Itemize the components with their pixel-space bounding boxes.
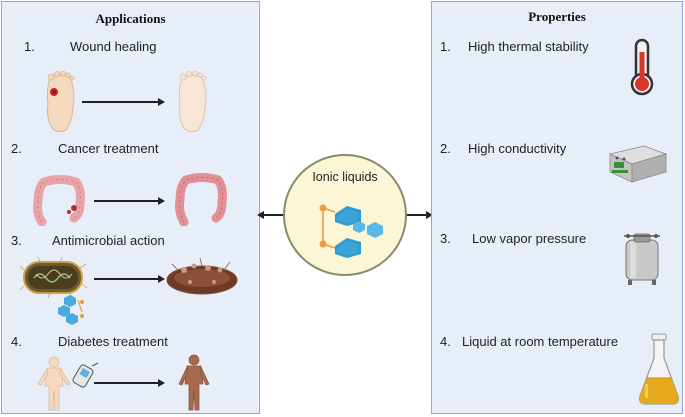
application-label-antimicrobial-action: Antimicrobial action	[52, 233, 165, 248]
property-label-vapor-pressure: Low vapor pressure	[472, 231, 587, 246]
conductivity-meter-icon	[608, 145, 668, 183]
application-number-3: 3.	[11, 233, 22, 248]
application-label-wound-healing: Wound healing	[70, 39, 157, 54]
application-label-cancer-treatment: Cancer treatment	[58, 141, 159, 156]
application-label-diabetes-treatment: Diabetes treatment	[58, 334, 168, 349]
pressure-vessel-icon	[624, 233, 660, 285]
healed-foot-icon	[178, 70, 207, 133]
applications-panel: Applications 1. Wound healing 2. Cancer …	[1, 1, 260, 414]
arrow-wound	[82, 101, 160, 103]
ionic-liquid-molecule-icon	[319, 204, 383, 258]
arrow-head-diabetes	[158, 378, 165, 387]
destroyed-bacteria-icon	[166, 257, 238, 295]
ionic-liquids-label: Ionic liquids	[312, 170, 378, 184]
wounded-foot-icon	[46, 70, 75, 133]
arrow-head-to-properties	[426, 210, 433, 219]
arrow-head-wound	[158, 97, 165, 106]
property-number-1: 1.	[440, 39, 451, 54]
application-number-2: 2.	[11, 141, 22, 156]
arrow-to-properties	[407, 214, 428, 216]
property-number-2: 2.	[440, 141, 451, 156]
property-label-conductivity: High conductivity	[468, 141, 567, 156]
thermometer-icon	[630, 38, 654, 96]
arrow-head-to-applications	[257, 210, 264, 219]
bacteria-with-ionic-liquid-icon	[20, 256, 88, 325]
colon-with-tumor-icon	[33, 175, 85, 226]
arrow-head-cancer	[158, 196, 165, 205]
healthy-colon-icon	[175, 173, 227, 226]
property-number-3: 3.	[440, 231, 451, 246]
property-label-liquid-room-temperature: Liquid at room temperature	[462, 334, 619, 349]
applications-title: Applications	[95, 11, 166, 26]
application-number-4: 4.	[11, 334, 22, 349]
arrow-diabetes	[94, 382, 160, 384]
arrow-to-applications	[262, 214, 283, 216]
arrow-head-antimicrobial	[158, 274, 165, 283]
patient-body-icon	[37, 356, 71, 411]
arrow-cancer	[94, 200, 160, 202]
property-label-thermal-stability: High thermal stability	[468, 39, 589, 54]
properties-title: Properties	[528, 9, 586, 24]
flask-icon	[639, 333, 679, 405]
glucose-meter-icon	[72, 362, 99, 388]
arrow-antimicrobial	[94, 278, 160, 280]
ionic-liquids-node: Ionic liquids	[283, 154, 407, 276]
properties-panel: Properties 1. High thermal stability 2. …	[431, 1, 683, 414]
property-number-4: 4.	[440, 334, 451, 349]
application-number-1: 1.	[24, 39, 35, 54]
healthy-body-icon	[178, 354, 210, 411]
